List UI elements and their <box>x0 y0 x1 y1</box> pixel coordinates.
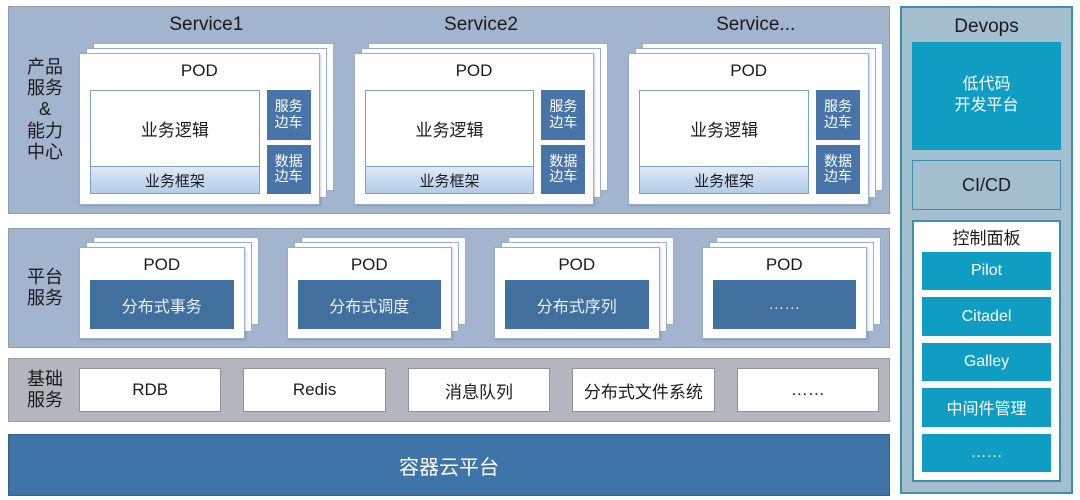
platform-column-1[interactable]: POD 分布式事务 <box>79 237 259 339</box>
infrastructure-container: RDB Redis 消息队列 分布式文件系统 …… <box>79 368 880 412</box>
business-framework-1: 业务框架 <box>91 166 259 193</box>
control-item-galley[interactable]: Galley <box>922 342 1051 382</box>
platform-pod-stack-3: POD 分布式序列 <box>494 237 674 339</box>
platform-column-4[interactable]: POD …… <box>701 237 881 339</box>
main-stack-column: 产品 服务 & 能力 中心 Service1 POD 业务逻辑 <box>8 6 890 496</box>
business-logic-2: 业务逻辑 <box>415 121 484 140</box>
business-logic-1: 业务逻辑 <box>140 121 209 140</box>
control-item-citadel[interactable]: Citadel <box>922 297 1051 336</box>
platform-service-1: 分布式事务 <box>90 280 234 329</box>
pod-body-3: 业务逻辑 业务框架 服务 边车 数据 边车 <box>639 90 861 194</box>
platform-pod-card-3[interactable]: POD 分布式序列 <box>494 247 660 339</box>
pod-stack-3: POD 业务逻辑 业务框架 服务 边车 数据 边车 <box>628 43 884 205</box>
devops-panel: Devops 低代码 开发平台 CI/CD 控制面板 Pilot Citadel… <box>900 6 1073 494</box>
pod-body-1: 业务逻辑 业务框架 服务 边车 数据 边车 <box>90 90 311 194</box>
platform-service-2: 分布式调度 <box>297 280 441 329</box>
platform-pod-stack-4: POD …… <box>701 237 881 339</box>
platform-column-3[interactable]: POD 分布式序列 <box>494 237 674 339</box>
cicd-box[interactable]: CI/CD <box>912 160 1061 210</box>
control-panel-box: 控制面板 Pilot Citadel Galley 中间件管理 …… <box>912 220 1061 482</box>
platform-service-4: …… <box>712 280 856 329</box>
control-panel-title: 控制面板 <box>952 229 1021 248</box>
service-column-3[interactable]: Service... POD 业务逻辑 业务框架 <box>628 11 884 207</box>
infra-item-more[interactable]: …… <box>736 368 880 412</box>
platform-pod-title-4: POD <box>765 255 803 274</box>
control-panel-items: Pilot Citadel Galley 中间件管理 …… <box>922 252 1051 473</box>
infra-item-distributed-file-system[interactable]: 分布式文件系统 <box>572 368 715 412</box>
service-sidecar-1: 服务 边车 <box>266 90 311 140</box>
devops-title: Devops <box>954 16 1019 37</box>
platform-service-3: 分布式序列 <box>505 280 649 329</box>
platform-container: POD 分布式事务 POD 分布式调度 <box>79 237 881 339</box>
section-label-product-services: 产品 服务 & 能力 中心 <box>27 56 63 162</box>
infra-item-message-queue[interactable]: 消息队列 <box>407 368 551 412</box>
platform-pod-stack-2: POD 分布式调度 <box>286 237 466 339</box>
business-block-2: 业务逻辑 业务框架 <box>364 90 535 194</box>
business-logic-3: 业务逻辑 <box>690 121 759 140</box>
service-sidecar-3: 服务 边车 <box>816 90 861 140</box>
section-label-platform-services: 平台 服务 <box>27 266 63 308</box>
service-title-1: Service1 <box>169 14 244 35</box>
sidecar-group-3: 服务 边车 数据 边车 <box>816 90 861 194</box>
data-sidecar-2: 数据 边车 <box>541 144 586 194</box>
business-framework-3: 业务框架 <box>640 166 809 193</box>
data-sidecar-1: 数据 边车 <box>266 144 311 194</box>
infra-item-rdb[interactable]: RDB <box>79 368 222 412</box>
pod-body-2: 业务逻辑 业务框架 服务 边车 数据 边车 <box>364 90 586 194</box>
pod-title-1: POD <box>180 61 218 80</box>
control-item-more[interactable]: …… <box>922 433 1051 473</box>
platform-pod-title-3: POD <box>558 255 596 274</box>
platform-column-2[interactable]: POD 分布式调度 <box>286 237 466 339</box>
business-block-3: 业务逻辑 业务框架 <box>639 90 810 194</box>
service-title-2: Service2 <box>444 14 518 35</box>
infra-item-redis[interactable]: Redis <box>243 368 386 412</box>
control-item-pilot[interactable]: Pilot <box>922 252 1051 291</box>
sidecar-group-2: 服务 边车 数据 边车 <box>541 90 586 194</box>
platform-pod-title-2: POD <box>350 255 388 274</box>
section-label-infrastructure: 基础 服务 <box>27 368 63 410</box>
platform-pod-stack-1: POD 分布式事务 <box>79 237 259 339</box>
pod-card-3[interactable]: POD 业务逻辑 业务框架 服务 边车 数据 边车 <box>628 53 870 205</box>
business-framework-2: 业务框架 <box>365 166 534 193</box>
pod-card-1[interactable]: POD 业务逻辑 业务框架 服务 边车 数据 边车 <box>79 53 320 205</box>
service-sidecar-2: 服务 边车 <box>541 90 586 140</box>
pod-stack-1: POD 业务逻辑 业务框架 服务 边车 数据 边车 <box>79 43 334 205</box>
platform-pod-title-1: POD <box>143 255 181 274</box>
business-block-1: 业务逻辑 业务框架 <box>90 90 260 194</box>
pod-title-2: POD <box>455 61 493 80</box>
service-title-3: Service... <box>716 14 796 35</box>
control-item-middleware-management[interactable]: 中间件管理 <box>922 388 1051 427</box>
section-product-services: 产品 服务 & 能力 中心 Service1 POD 业务逻辑 <box>8 6 890 214</box>
sidecar-group-1: 服务 边车 数据 边车 <box>266 90 311 194</box>
lowcode-platform-box[interactable]: 低代码 开发平台 <box>912 42 1061 150</box>
section-infrastructure-services: 基础 服务 RDB Redis 消息队列 分布式文件系统 …… <box>8 358 890 422</box>
service-column-2[interactable]: Service2 POD 业务逻辑 业务框架 <box>353 11 609 207</box>
platform-pod-card-2[interactable]: POD 分布式调度 <box>286 247 452 339</box>
service-column-1[interactable]: Service1 POD 业务逻辑 业务框架 <box>79 11 334 207</box>
section-platform-services: 平台 服务 POD 分布式事务 <box>8 228 890 348</box>
container-cloud-platform-bar[interactable]: 容器云平台 <box>8 434 890 496</box>
services-container: Service1 POD 业务逻辑 业务框架 <box>79 11 884 207</box>
pod-card-2[interactable]: POD 业务逻辑 业务框架 服务 边车 数据 边车 <box>353 53 595 205</box>
pod-stack-2: POD 业务逻辑 业务框架 服务 边车 数据 边车 <box>353 43 609 205</box>
platform-pod-card-4[interactable]: POD …… <box>701 247 867 339</box>
data-sidecar-3: 数据 边车 <box>816 144 861 194</box>
pod-title-3: POD <box>730 61 768 80</box>
platform-pod-card-1[interactable]: POD 分布式事务 <box>79 247 245 339</box>
